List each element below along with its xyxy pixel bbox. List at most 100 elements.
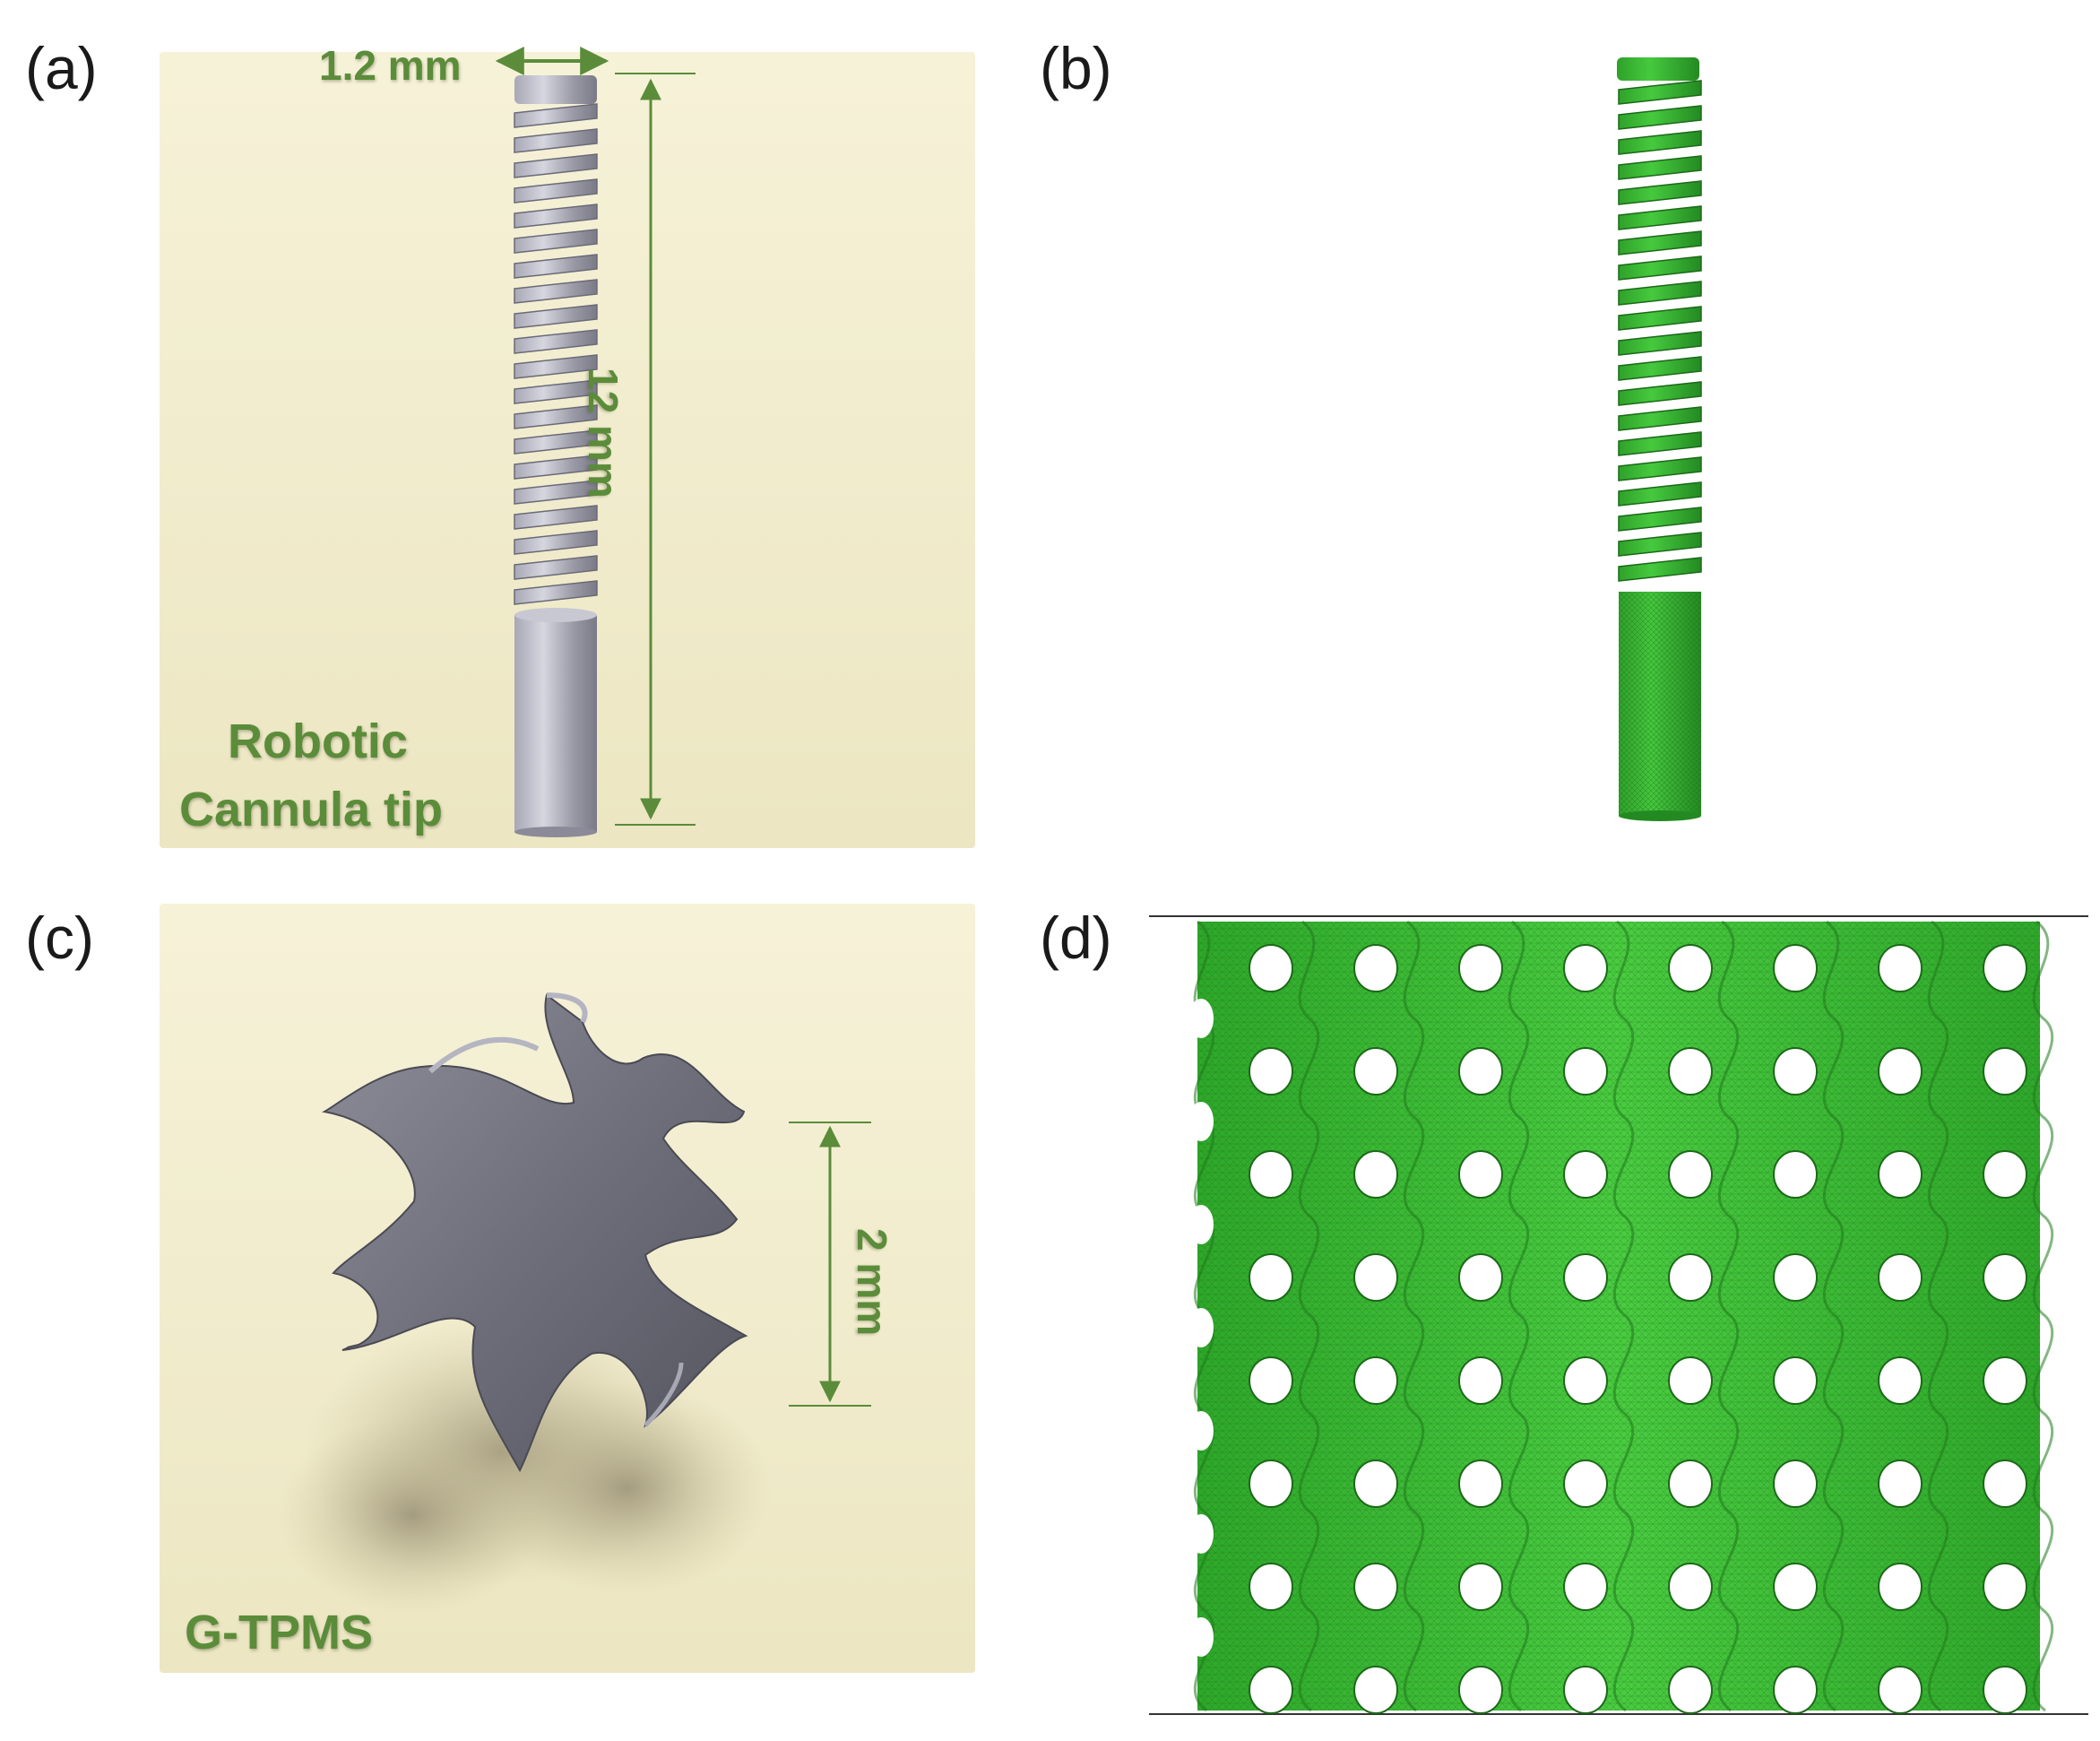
lattice-hole xyxy=(1563,1047,1608,1096)
lattice-hole xyxy=(1249,1150,1293,1199)
lattice-wave xyxy=(1193,920,1215,1712)
coil-segment xyxy=(1618,130,1702,155)
coil-segment xyxy=(1618,406,1702,431)
lattice-edge-hole xyxy=(1188,999,1214,1038)
lattice-hole xyxy=(1878,1563,1923,1611)
lattice-wave xyxy=(1612,920,1635,1712)
lattice-hole xyxy=(1668,1047,1713,1096)
lattice-hole xyxy=(1249,1356,1293,1405)
lattice-hole xyxy=(1668,1356,1713,1405)
lattice-hole xyxy=(1983,1047,2027,1096)
lattice-wave xyxy=(1508,920,1530,1712)
coil-segment xyxy=(1618,331,1702,356)
lattice-hole xyxy=(1668,1459,1713,1508)
lattice-hole xyxy=(1563,1563,1608,1611)
lattice-hole xyxy=(1563,1666,1608,1714)
coil-segment xyxy=(1618,306,1702,331)
lattice-hole xyxy=(1773,1150,1818,1199)
lattice-edge-hole xyxy=(1188,1205,1214,1244)
lattice-hole xyxy=(1668,1563,1713,1611)
lattice-edge-hole xyxy=(1188,1514,1214,1554)
lattice-hole xyxy=(1668,1253,1713,1302)
coil-segment xyxy=(1618,557,1702,582)
lattice-hole xyxy=(1563,1459,1608,1508)
coil-segment xyxy=(1618,456,1702,481)
lattice-hole xyxy=(1249,944,1293,992)
lattice-hole xyxy=(1353,1563,1398,1611)
coil-segment xyxy=(1618,532,1702,557)
lattice-hole xyxy=(1668,944,1713,992)
coil-segment xyxy=(1618,155,1702,180)
lattice-hole xyxy=(1878,944,1923,992)
lattice-hole xyxy=(1878,1459,1923,1508)
lattice-hole xyxy=(1458,1563,1503,1611)
coil-segment xyxy=(1618,256,1702,281)
coil-segment xyxy=(1618,507,1702,532)
coil-segment xyxy=(1618,180,1702,205)
lattice-hole xyxy=(1983,1459,2027,1508)
lattice-hole xyxy=(1249,1563,1293,1611)
coil-segment xyxy=(1618,80,1702,105)
lattice-hole xyxy=(1878,1047,1923,1096)
panel-a-letter: (a) xyxy=(25,35,98,101)
lattice-hole xyxy=(1458,1150,1503,1199)
lattice-hole xyxy=(1563,1150,1608,1199)
width-dimension-label: 1.2 mm xyxy=(319,42,462,89)
lattice-hole xyxy=(1249,1666,1293,1714)
lattice-hole xyxy=(1878,1150,1923,1199)
lattice-hole xyxy=(1353,1356,1398,1405)
lattice-hole xyxy=(1563,1253,1608,1302)
lattice-wave xyxy=(1717,920,1740,1712)
lattice-hole xyxy=(1983,1150,2027,1199)
cannula-caption-line2: Cannula tip xyxy=(179,783,443,836)
lattice-hole xyxy=(1878,1666,1923,1714)
panel-d-letter: (d) xyxy=(1040,905,1112,971)
cannula-caption-line1: Robotic xyxy=(228,715,408,768)
coil-segment xyxy=(1618,281,1702,306)
panel-c-letter: (c) xyxy=(25,905,94,971)
lattice-hole xyxy=(1983,1666,2027,1714)
lattice-wave xyxy=(1927,920,1949,1712)
lattice-hole xyxy=(1983,1253,2027,1302)
unit-cell-dimension-label: 2 mm xyxy=(849,1228,895,1337)
coil-segment xyxy=(1618,381,1702,406)
lattice-wave xyxy=(1403,920,1425,1712)
lattice-hole xyxy=(1353,1253,1398,1302)
lattice-edge-hole xyxy=(1188,1308,1214,1347)
lattice-edge-hole xyxy=(1188,1411,1214,1451)
lattice-hole xyxy=(1878,1253,1923,1302)
lattice-hole xyxy=(1983,1563,2027,1611)
lattice-hole xyxy=(1353,1047,1398,1096)
coil-segment xyxy=(1618,481,1702,507)
lattice-hole xyxy=(1668,1150,1713,1199)
lattice-edge-hole xyxy=(1188,1617,1214,1657)
lattice-hole xyxy=(1563,1356,1608,1405)
lattice-hole xyxy=(1458,944,1503,992)
panel-b-letter: (b) xyxy=(1040,35,1112,101)
lattice-hole xyxy=(1773,1356,1818,1405)
lattice-hole xyxy=(1249,1253,1293,1302)
lattice-edge-hole xyxy=(1188,1102,1214,1141)
lattice-hole xyxy=(1563,944,1608,992)
lattice-edge-hole xyxy=(1188,1720,1214,1741)
lattice-wave xyxy=(1822,920,1845,1712)
lattice-hole xyxy=(1249,1047,1293,1096)
lattice-hole xyxy=(1458,1253,1503,1302)
lattice-hole xyxy=(1878,1356,1923,1405)
lattice-wave xyxy=(1298,920,1320,1712)
height-dimension-label: 12 mm xyxy=(580,368,627,498)
lattice-hole xyxy=(1353,1150,1398,1199)
lattice-hole xyxy=(1249,1459,1293,1508)
lattice-hole xyxy=(1458,1666,1503,1714)
coil-segment xyxy=(1618,205,1702,230)
coil-segment xyxy=(1618,230,1702,256)
lattice-hole xyxy=(1773,1459,1818,1508)
coil-segment xyxy=(1618,356,1702,381)
lattice-hole xyxy=(1353,1666,1398,1714)
lattice-hole xyxy=(1773,1047,1818,1096)
gtpms-caption: G-TPMS xyxy=(185,1606,373,1659)
lattice-hole xyxy=(1353,1459,1398,1508)
lattice-hole xyxy=(1983,1356,2027,1405)
lattice-hole xyxy=(1458,1459,1503,1508)
lattice-hole xyxy=(1353,944,1398,992)
